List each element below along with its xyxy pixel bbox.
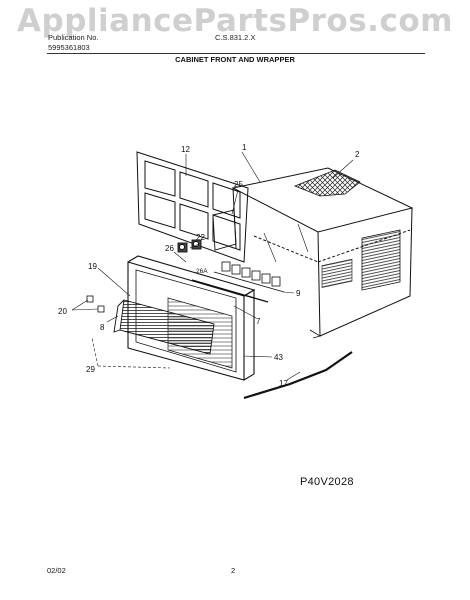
callout-labels: 1 2 12 25 22 26 26A 9 7 19 20 8 29 43 17 — [58, 143, 360, 388]
footer-date: 02/02 — [47, 566, 66, 575]
callout-9: 9 — [296, 289, 301, 298]
callout-22: 22 — [196, 233, 205, 242]
section-title: CABINET FRONT AND WRAPPER — [175, 55, 295, 64]
publication-label: Publication No. — [48, 33, 99, 42]
publication-number: 5995361803 — [48, 43, 90, 52]
control-bracket — [177, 209, 237, 253]
callout-19: 19 — [88, 262, 97, 271]
callout-1: 1 — [242, 143, 247, 152]
callout-12: 12 — [181, 145, 190, 154]
callout-8: 8 — [100, 323, 105, 332]
callout-7: 7 — [256, 317, 261, 326]
callout-leaders — [71, 151, 354, 381]
side-louvers-small — [321, 258, 353, 288]
header-rule — [47, 53, 425, 54]
callout-43: 43 — [274, 353, 283, 362]
callout-29: 29 — [86, 365, 95, 374]
bottom-rail — [191, 279, 269, 303]
model-number: C.S.831.2.X — [215, 33, 256, 42]
callout-20: 20 — [58, 307, 67, 316]
footer-page-number: 2 — [231, 566, 236, 575]
air-filter — [136, 151, 249, 263]
diagram-code: P40V2028 — [300, 476, 354, 488]
callout-17: 17 — [279, 379, 288, 388]
louver-assembly — [113, 299, 215, 355]
heater-strip — [213, 261, 285, 293]
callout-26: 26 — [165, 244, 174, 253]
callout-2: 2 — [355, 150, 360, 159]
drain-tube — [243, 351, 353, 400]
side-louvers — [361, 229, 401, 291]
callout-26a: 26A — [196, 268, 208, 275]
callout-25: 25 — [234, 180, 243, 189]
top-mesh — [293, 169, 361, 197]
watermark: AppliancePartsPros.com — [17, 3, 453, 39]
